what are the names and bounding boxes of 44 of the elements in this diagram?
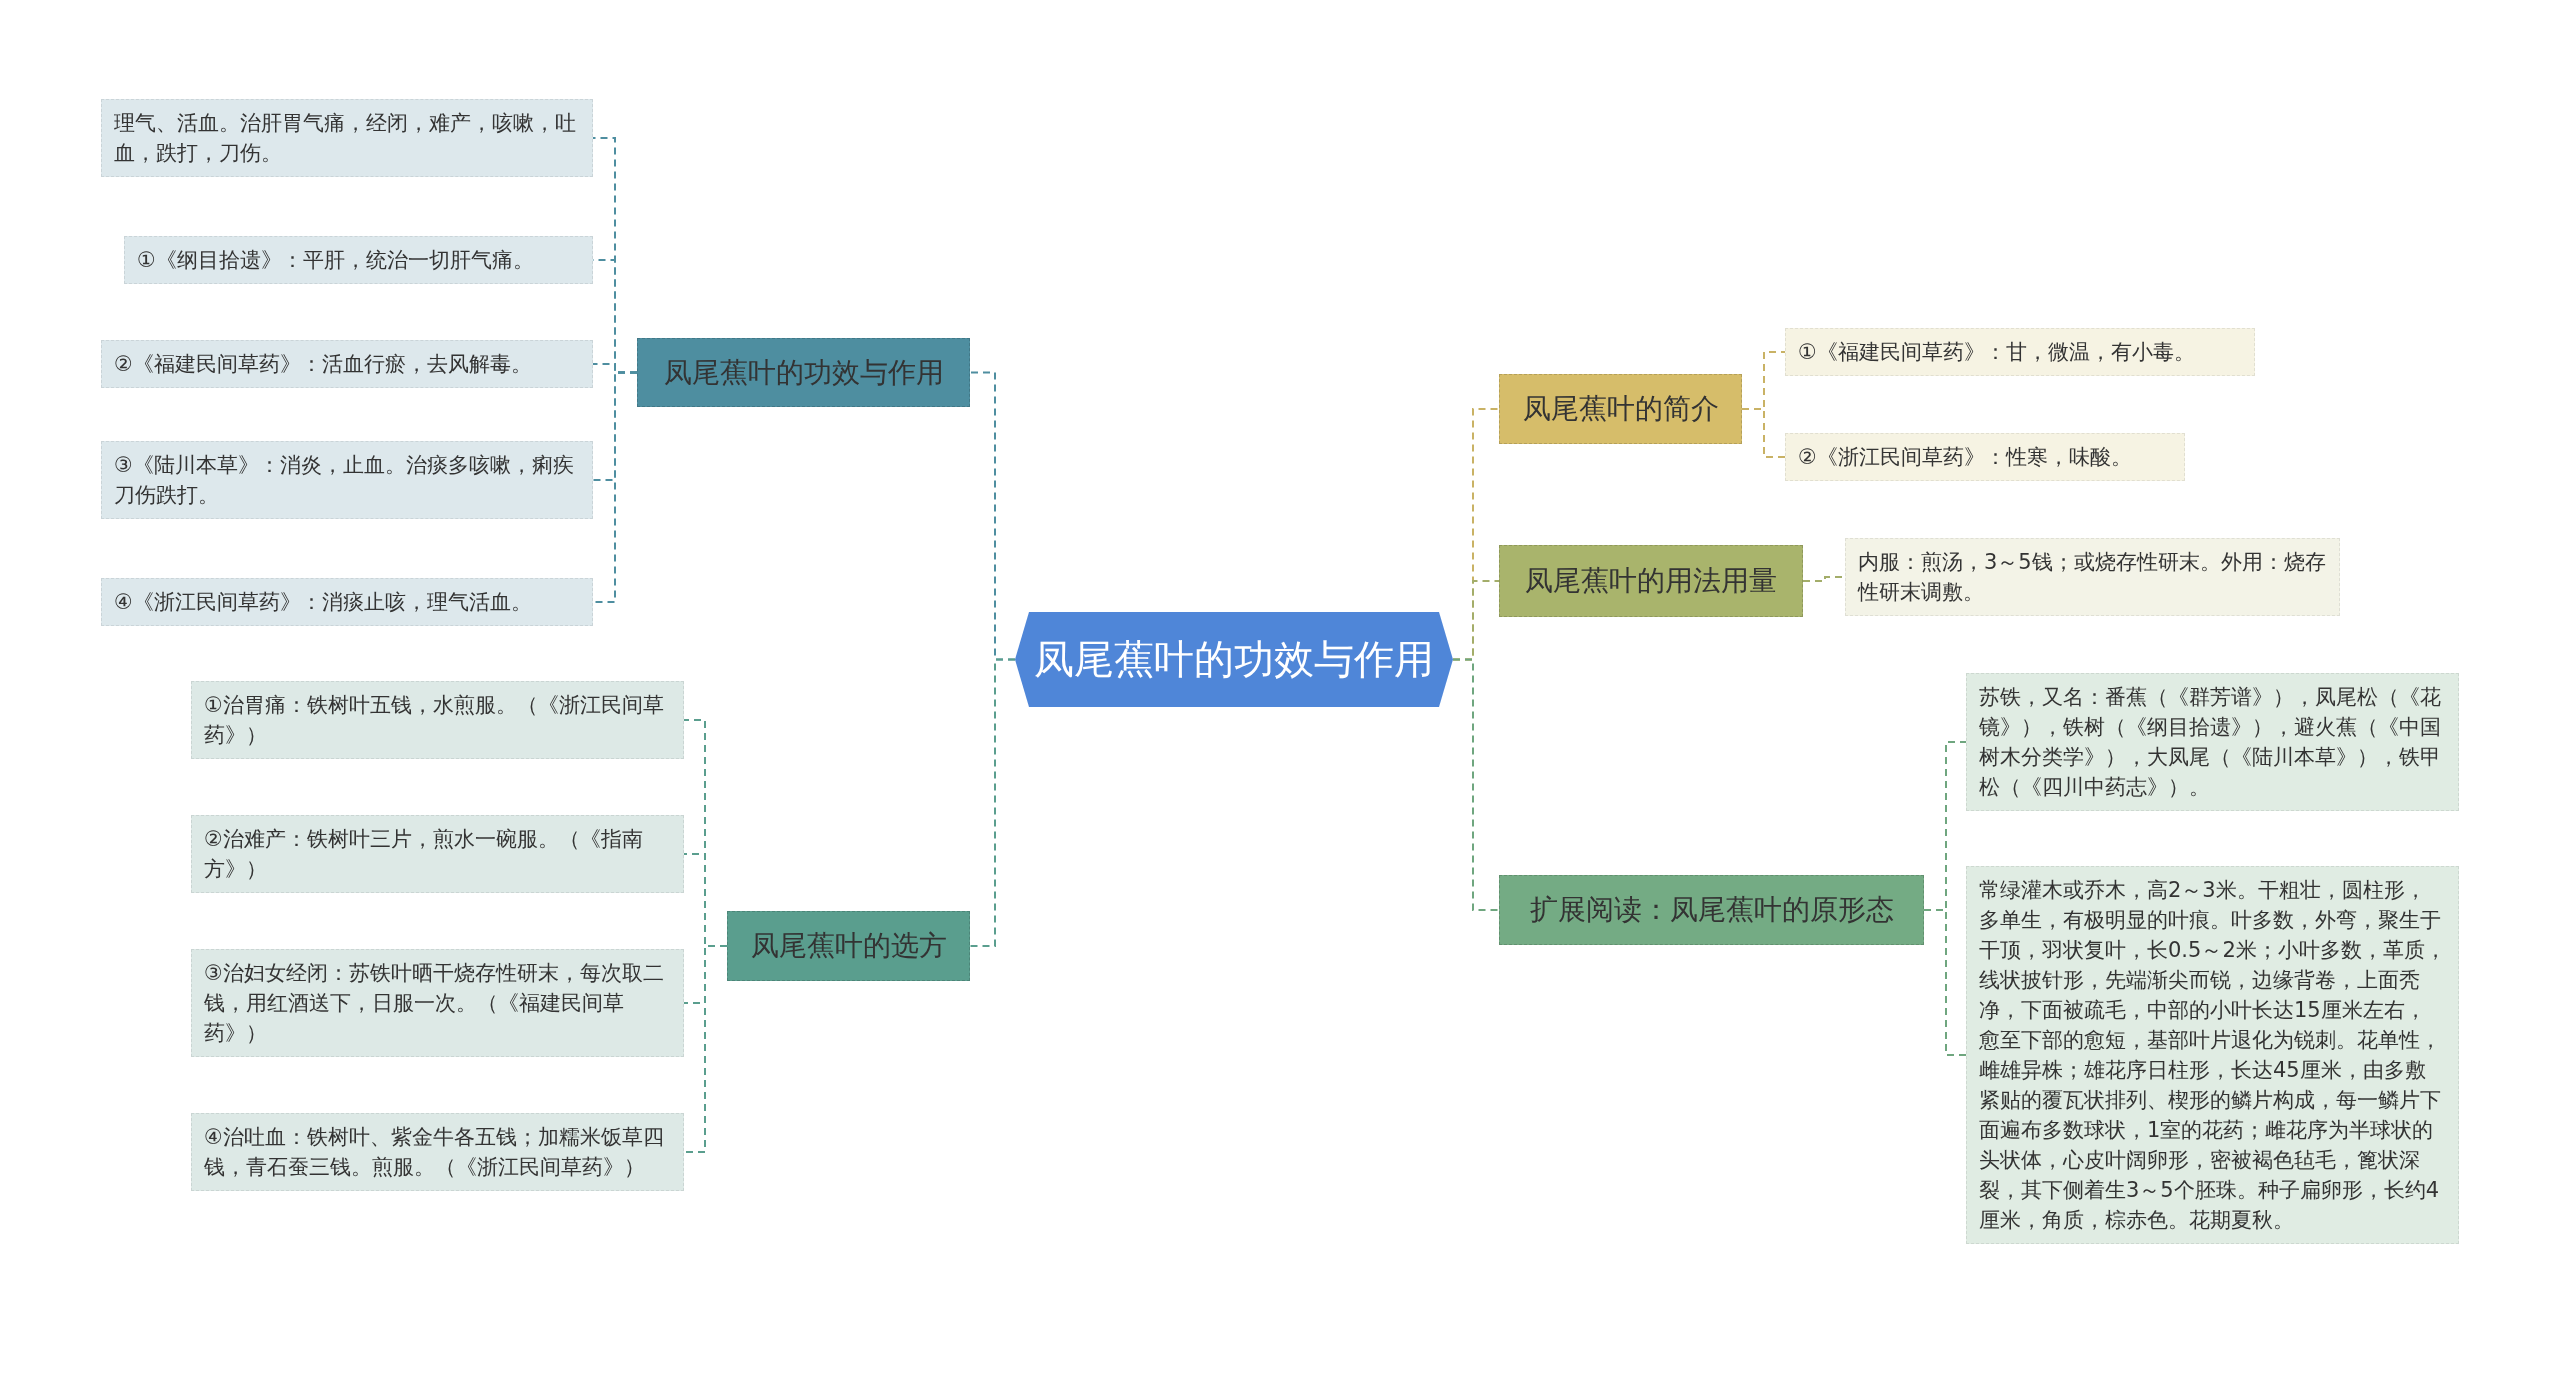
connector-line — [683, 945, 728, 1153]
node-text: 凤尾蕉叶的功效与作用 — [1034, 635, 1434, 684]
node-text: 凤尾蕉叶的功效与作用 — [663, 354, 944, 391]
note-box — [101, 441, 593, 519]
note-box — [1785, 433, 2185, 481]
topic-box — [1499, 374, 1742, 444]
note-box — [101, 340, 593, 388]
note-box — [1966, 673, 2459, 811]
node-text: 常绿灌木或乔木，高2～3米。干粗壮，圆柱形，多单生，有极明显的叶痕。叶多数，外弯，聚生于干顶，羽状复叶，长0.5～2米；小叶多数，革质，线状披针形，先端渐尖而锐，边缘背卷，上面秃净，下面被疏毛，中部的小叶长达15厘米左右，愈至下部的愈短，基部叶片退化为锐刺。花单性，雌雄异株；雄花序日柱形，长达45厘米，由多敷紧贴的覆瓦状排列、楔形的鳞片构成，每一鳞片下面遍布多数球状，1室的花药；雌花序为半球状的头状体，心皮叶阔卵形，密被褐色毡毛，篦状深裂，其下侧着生3～5个胚珠。种子扁卵形，长约4厘米，角质，棕赤色。花期夏秋。 — [1979, 877, 2446, 1234]
note-box — [1845, 538, 2340, 616]
node-text: 扩展阅读：凤尾蕉叶的原形态 — [1529, 892, 1894, 928]
topic-box — [1499, 875, 1924, 945]
note-box — [1785, 328, 2255, 376]
node-text: ①《纲目拾遗》：平肝，统治一切肝气痛。 — [137, 247, 534, 274]
central-topic — [1015, 612, 1453, 707]
node-text: 凤尾蕉叶的用法用量 — [1525, 563, 1777, 599]
node-text: ①治胃痛：铁树叶五钱，水煎服。（《浙江民间草药》） — [204, 692, 665, 749]
connector-line — [1452, 658, 1500, 911]
node-text: 凤尾蕉叶的选方 — [750, 928, 947, 964]
node-text: 苏铁，又名：番蕉（《群芳谱》），凤尾松（《花镜》），铁树（《纲目拾遗》），避火蕉（《中国树木分类学》），大凤尾（《陆川本草》），铁甲松（《四川中药志》）。 — [1979, 684, 2442, 801]
note-box — [124, 236, 593, 284]
connector-line — [969, 658, 1016, 947]
node-text: 理气、活血。治肝胃气痛，经闭，难产，咳嗽，吐血，跌打，刀伤。 — [114, 110, 577, 167]
node-text: ②《福建民间草药》：活血行瘀，去风解毒。 — [114, 351, 532, 378]
topic-box — [1499, 545, 1803, 617]
connector-line — [1923, 909, 1967, 1056]
node-text: ②治难产：铁树叶三片，煎水一碗服。（《指南方》） — [204, 826, 644, 883]
note-box — [191, 1113, 684, 1191]
topic-box — [637, 338, 970, 407]
node-text: ①《福建民间草药》：甘，微温，有小毒。 — [1798, 339, 2195, 366]
note-box — [191, 681, 684, 759]
note-box — [191, 949, 684, 1057]
topic-box — [727, 911, 970, 981]
node-text: ④治吐血：铁树叶、紫金牛各五钱；加糯米饭草四钱，青石蚕三钱。煎服。（《浙江民间草药》） — [204, 1124, 665, 1181]
note-box — [101, 578, 593, 626]
node-text: ②《浙江民间草药》：性寒，味酸。 — [1798, 444, 2132, 471]
note-box — [191, 815, 684, 893]
note-box — [101, 99, 593, 177]
connector-line — [1741, 408, 1786, 458]
node-text: 凤尾蕉叶的简介 — [1522, 391, 1719, 427]
node-text: 内服：煎汤，3～5钱；或烧存性研末。外用：烧存性研末调敷。 — [1858, 549, 2327, 606]
node-text: ③治妇女经闭：苏铁叶晒干烧存性研末，每次取二钱，用红酒送下，日服一次。（《福建民间草药》） — [204, 960, 665, 1047]
node-text: ④《浙江民间草药》：消痰止咳，理气活血。 — [114, 589, 532, 616]
node-text: ③《陆川本草》：消炎，止血。治痰多咳嗽，痢疾刀伤跌打。 — [114, 452, 575, 509]
